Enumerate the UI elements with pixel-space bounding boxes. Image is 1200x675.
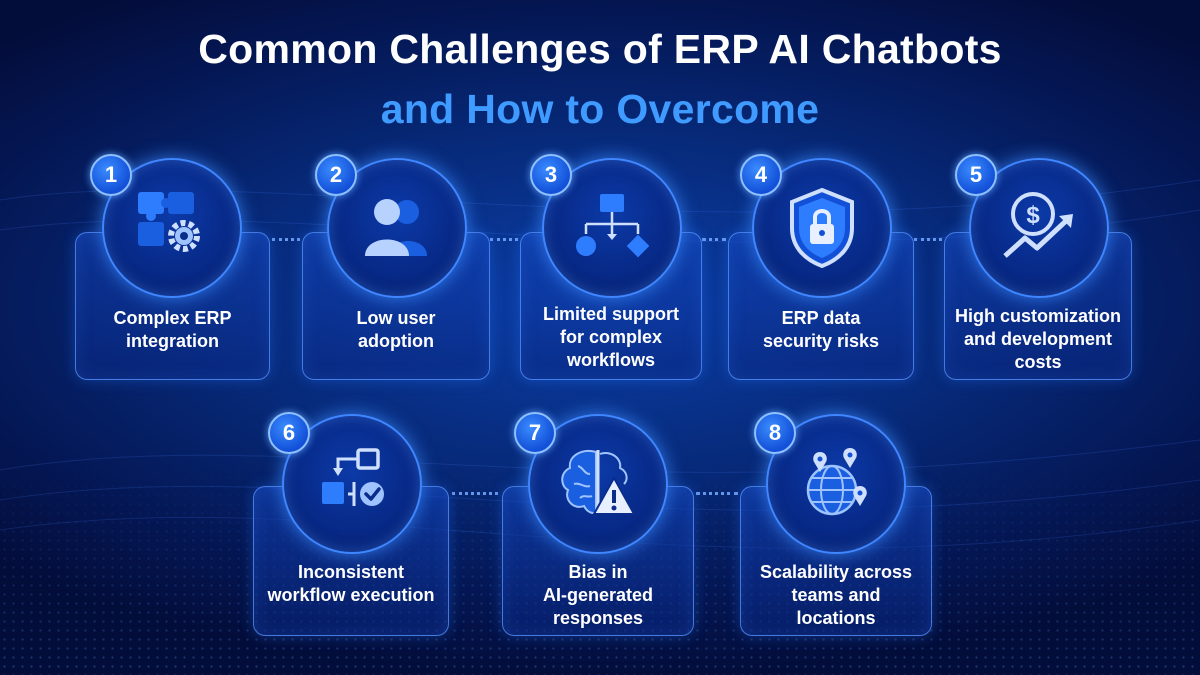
connector-3-4 (702, 238, 726, 241)
challenge-label-line: Bias in (568, 562, 628, 582)
challenge-label-line: High customization (955, 306, 1121, 326)
number-badge-4: 4 (740, 154, 782, 196)
dollar-growth-icon: $ (1003, 192, 1073, 258)
challenge-label-line: Inconsistent (297, 562, 404, 582)
number-badge-1: 1 (90, 154, 132, 196)
challenge-icon-circle-2 (327, 158, 467, 298)
svg-text:$: $ (1026, 202, 1040, 229)
connector-6-7 (452, 492, 498, 495)
challenge-label-line: Complex ERP (113, 308, 232, 328)
shield-lock-icon (790, 187, 854, 269)
challenge-label-line: and development (963, 329, 1113, 349)
challenge-label-line: workflow execution (267, 585, 435, 605)
challenge-label-line: workflows (566, 350, 655, 370)
challenge-label-line: integration (126, 331, 219, 351)
connector-2-3 (490, 238, 518, 241)
connector-7-8 (696, 492, 738, 495)
challenge-label-line: teams and (791, 585, 881, 605)
number-badge-2: 2 (315, 154, 357, 196)
number-badge-5: 5 (955, 154, 997, 196)
challenge-label-line: locations (796, 608, 876, 628)
number-badge-6: 6 (268, 412, 310, 454)
challenge-icon-circle-1 (102, 158, 242, 298)
challenge-card-6: Inconsistent workflow execution (253, 486, 449, 636)
challenge-label-line: Low user (356, 308, 436, 328)
globe-pins-icon (806, 448, 867, 516)
challenge-label-line: for complex (559, 327, 663, 347)
challenge-label-line: Limited support (543, 304, 679, 324)
puzzle-gear-icon (138, 192, 200, 252)
challenge-label-line: security risks (762, 331, 880, 351)
number-badge-8: 8 (754, 412, 796, 454)
page-title: Common Challenges of ERP AI Chatbots (198, 26, 1002, 72)
number-badge-7: 7 (514, 412, 556, 454)
challenge-label-line: adoption (358, 331, 434, 351)
workflow-check-icon (322, 448, 384, 506)
workflow-diagram-icon (576, 194, 650, 258)
challenge-label-line: ERP data (781, 308, 861, 328)
challenge-label-line: responses (552, 608, 644, 628)
brain-warning-icon (561, 450, 636, 515)
connector-4-5 (914, 238, 942, 241)
page-subtitle: and How to Overcome (380, 86, 820, 132)
challenge-label-line: AI-generated (542, 585, 654, 605)
challenge-label-line: Scalability across (759, 562, 913, 582)
number-badge-3: 3 (530, 154, 572, 196)
challenge-label-line: costs (1014, 352, 1062, 372)
connector-1-2 (272, 238, 300, 241)
users-icon (365, 199, 427, 256)
